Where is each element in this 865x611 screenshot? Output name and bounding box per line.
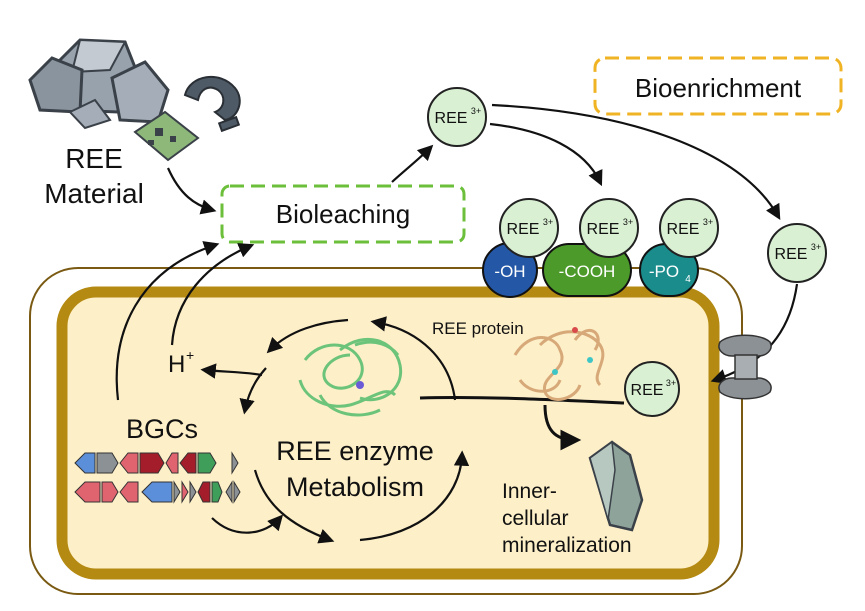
arrow-ion-to-cooh — [489, 122, 603, 187]
bioleaching-label: Bioleaching — [276, 199, 410, 229]
arrow-material-to-bioleaching — [166, 167, 217, 215]
material-label-line2: Material — [44, 178, 144, 209]
arrow-right-ion-to-transporter — [710, 283, 799, 384]
ion-right: REE 3+ — [767, 223, 827, 283]
mineralization-line2: cellular — [502, 507, 569, 530]
svg-text:3+: 3+ — [471, 106, 481, 116]
svg-text:REE: REE — [631, 382, 664, 399]
arrow-to-proton — [200, 363, 263, 379]
arrow-bgc-to-bioleaching — [115, 241, 220, 401]
mineralization-line1: Inner- — [502, 480, 557, 503]
svg-text:REE: REE — [435, 110, 468, 127]
mineralization-line3: mineralization — [502, 534, 632, 557]
svg-text:REE: REE — [587, 221, 620, 238]
transporter-icon — [718, 334, 772, 400]
arrow-bgc-enzyme — [211, 514, 284, 534]
svg-text:3+: 3+ — [623, 217, 633, 227]
material-label-line1: REE — [65, 143, 123, 174]
arrow-ion-to-right-ion — [491, 103, 781, 221]
ree-protein-structure-icon — [513, 327, 605, 401]
proton-charge: + — [186, 347, 194, 363]
svg-text:-COOH: -COOH — [559, 262, 616, 281]
svg-text:-PO: -PO — [649, 262, 679, 281]
enzyme-label-line1: REE enzyme — [276, 436, 434, 466]
magnet-icon — [183, 75, 241, 133]
svg-text:-OH: -OH — [494, 262, 525, 281]
enzyme-cycle — [239, 316, 470, 544]
svg-text:REE: REE — [507, 221, 540, 238]
bioleaching-box — [220, 184, 466, 244]
ion-top: REE 3+ — [427, 87, 487, 147]
circuit-board-icon — [133, 110, 200, 162]
cell-wall — [56, 286, 720, 580]
svg-text:REE: REE — [775, 246, 808, 263]
svg-text:3+: 3+ — [543, 217, 553, 227]
arrow-bioleaching-to-ion — [391, 144, 434, 183]
svg-text:REE: REE — [667, 221, 700, 238]
line-ion-to-enzyme — [419, 395, 625, 405]
bgc-gene-clusters-icon — [74, 451, 241, 504]
arrow-proton-to-bioleaching — [170, 243, 255, 346]
bioenrichment-label: Bioenrichment — [635, 73, 802, 103]
crystal-icon — [588, 440, 644, 532]
arrow-to-mineralization — [543, 404, 582, 451]
enzyme-structure-icon — [298, 337, 403, 417]
svg-text:3+: 3+ — [703, 217, 713, 227]
svg-text:3+: 3+ — [666, 378, 676, 388]
ion-bound-cooh: REE 3+ — [579, 198, 639, 258]
svg-text:4: 4 — [685, 274, 691, 285]
ree-protein-label: REE protein — [432, 319, 524, 338]
ion-internal: REE 3+ — [624, 361, 680, 417]
bgcs-label: BGCs — [126, 414, 198, 444]
ion-bound-oh: REE 3+ — [499, 198, 559, 258]
bioenrichment-box — [593, 56, 843, 116]
svg-text:3+: 3+ — [811, 242, 821, 252]
enzyme-label-line2: Metabolism — [286, 472, 424, 502]
proton-label: H — [168, 351, 185, 378]
rocks-icon — [28, 38, 170, 130]
ion-bound-po4: REE 3+ — [659, 198, 719, 258]
